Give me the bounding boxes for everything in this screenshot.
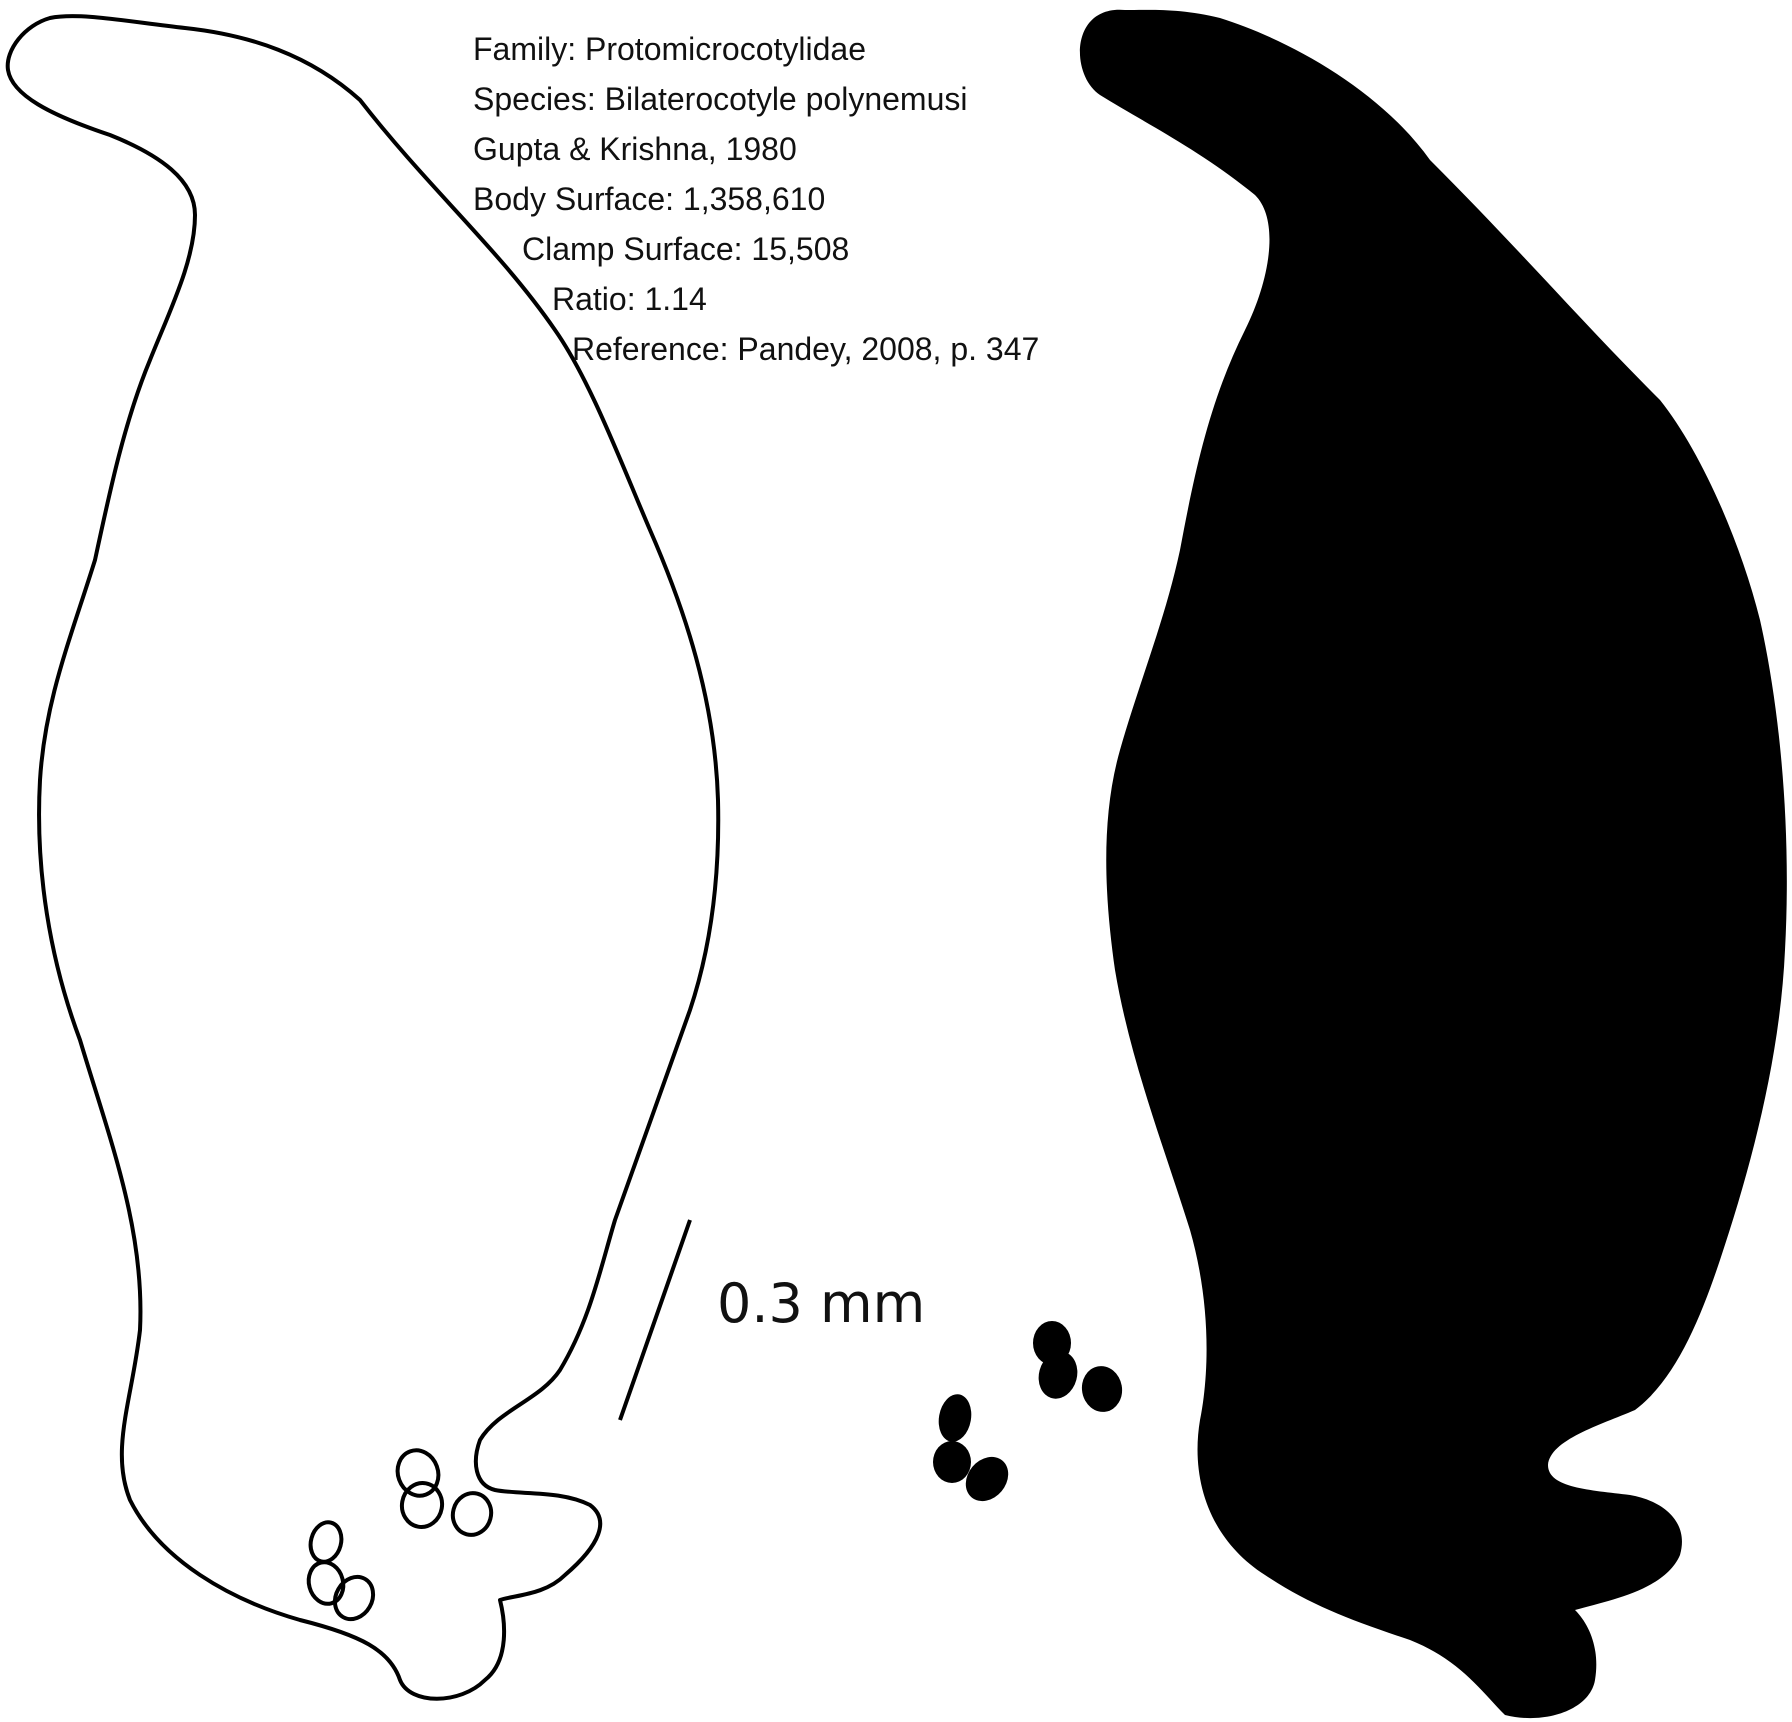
clamp-filled-5 xyxy=(933,1441,971,1483)
clamp-outline-4 xyxy=(306,1519,345,1565)
scale-bar xyxy=(620,1220,690,1420)
info-authority: Gupta & Krishna, 1980 xyxy=(473,124,797,174)
info-body-surface: Body Surface: 1,358,610 xyxy=(473,174,825,224)
info-family: Family: Protomicrocotylidae xyxy=(473,24,866,74)
info-ratio: Ratio: 1.14 xyxy=(552,274,707,324)
info-clamp-surface: Clamp Surface: 15,508 xyxy=(522,224,849,274)
scale-bar-label: 0.3 mm xyxy=(717,1272,925,1335)
clamp-outline-6 xyxy=(327,1570,380,1626)
clamp-outline-1 xyxy=(391,1445,444,1502)
clamp-filled-3 xyxy=(1078,1363,1125,1415)
clamp-outline-3 xyxy=(448,1489,496,1539)
clamp-filled-4 xyxy=(935,1392,975,1445)
info-species: Species: Bilaterocotyle polynemusi xyxy=(473,74,967,124)
info-reference: Reference: Pandey, 2008, p. 347 xyxy=(572,324,1039,374)
body-silhouette xyxy=(1080,10,1787,1718)
